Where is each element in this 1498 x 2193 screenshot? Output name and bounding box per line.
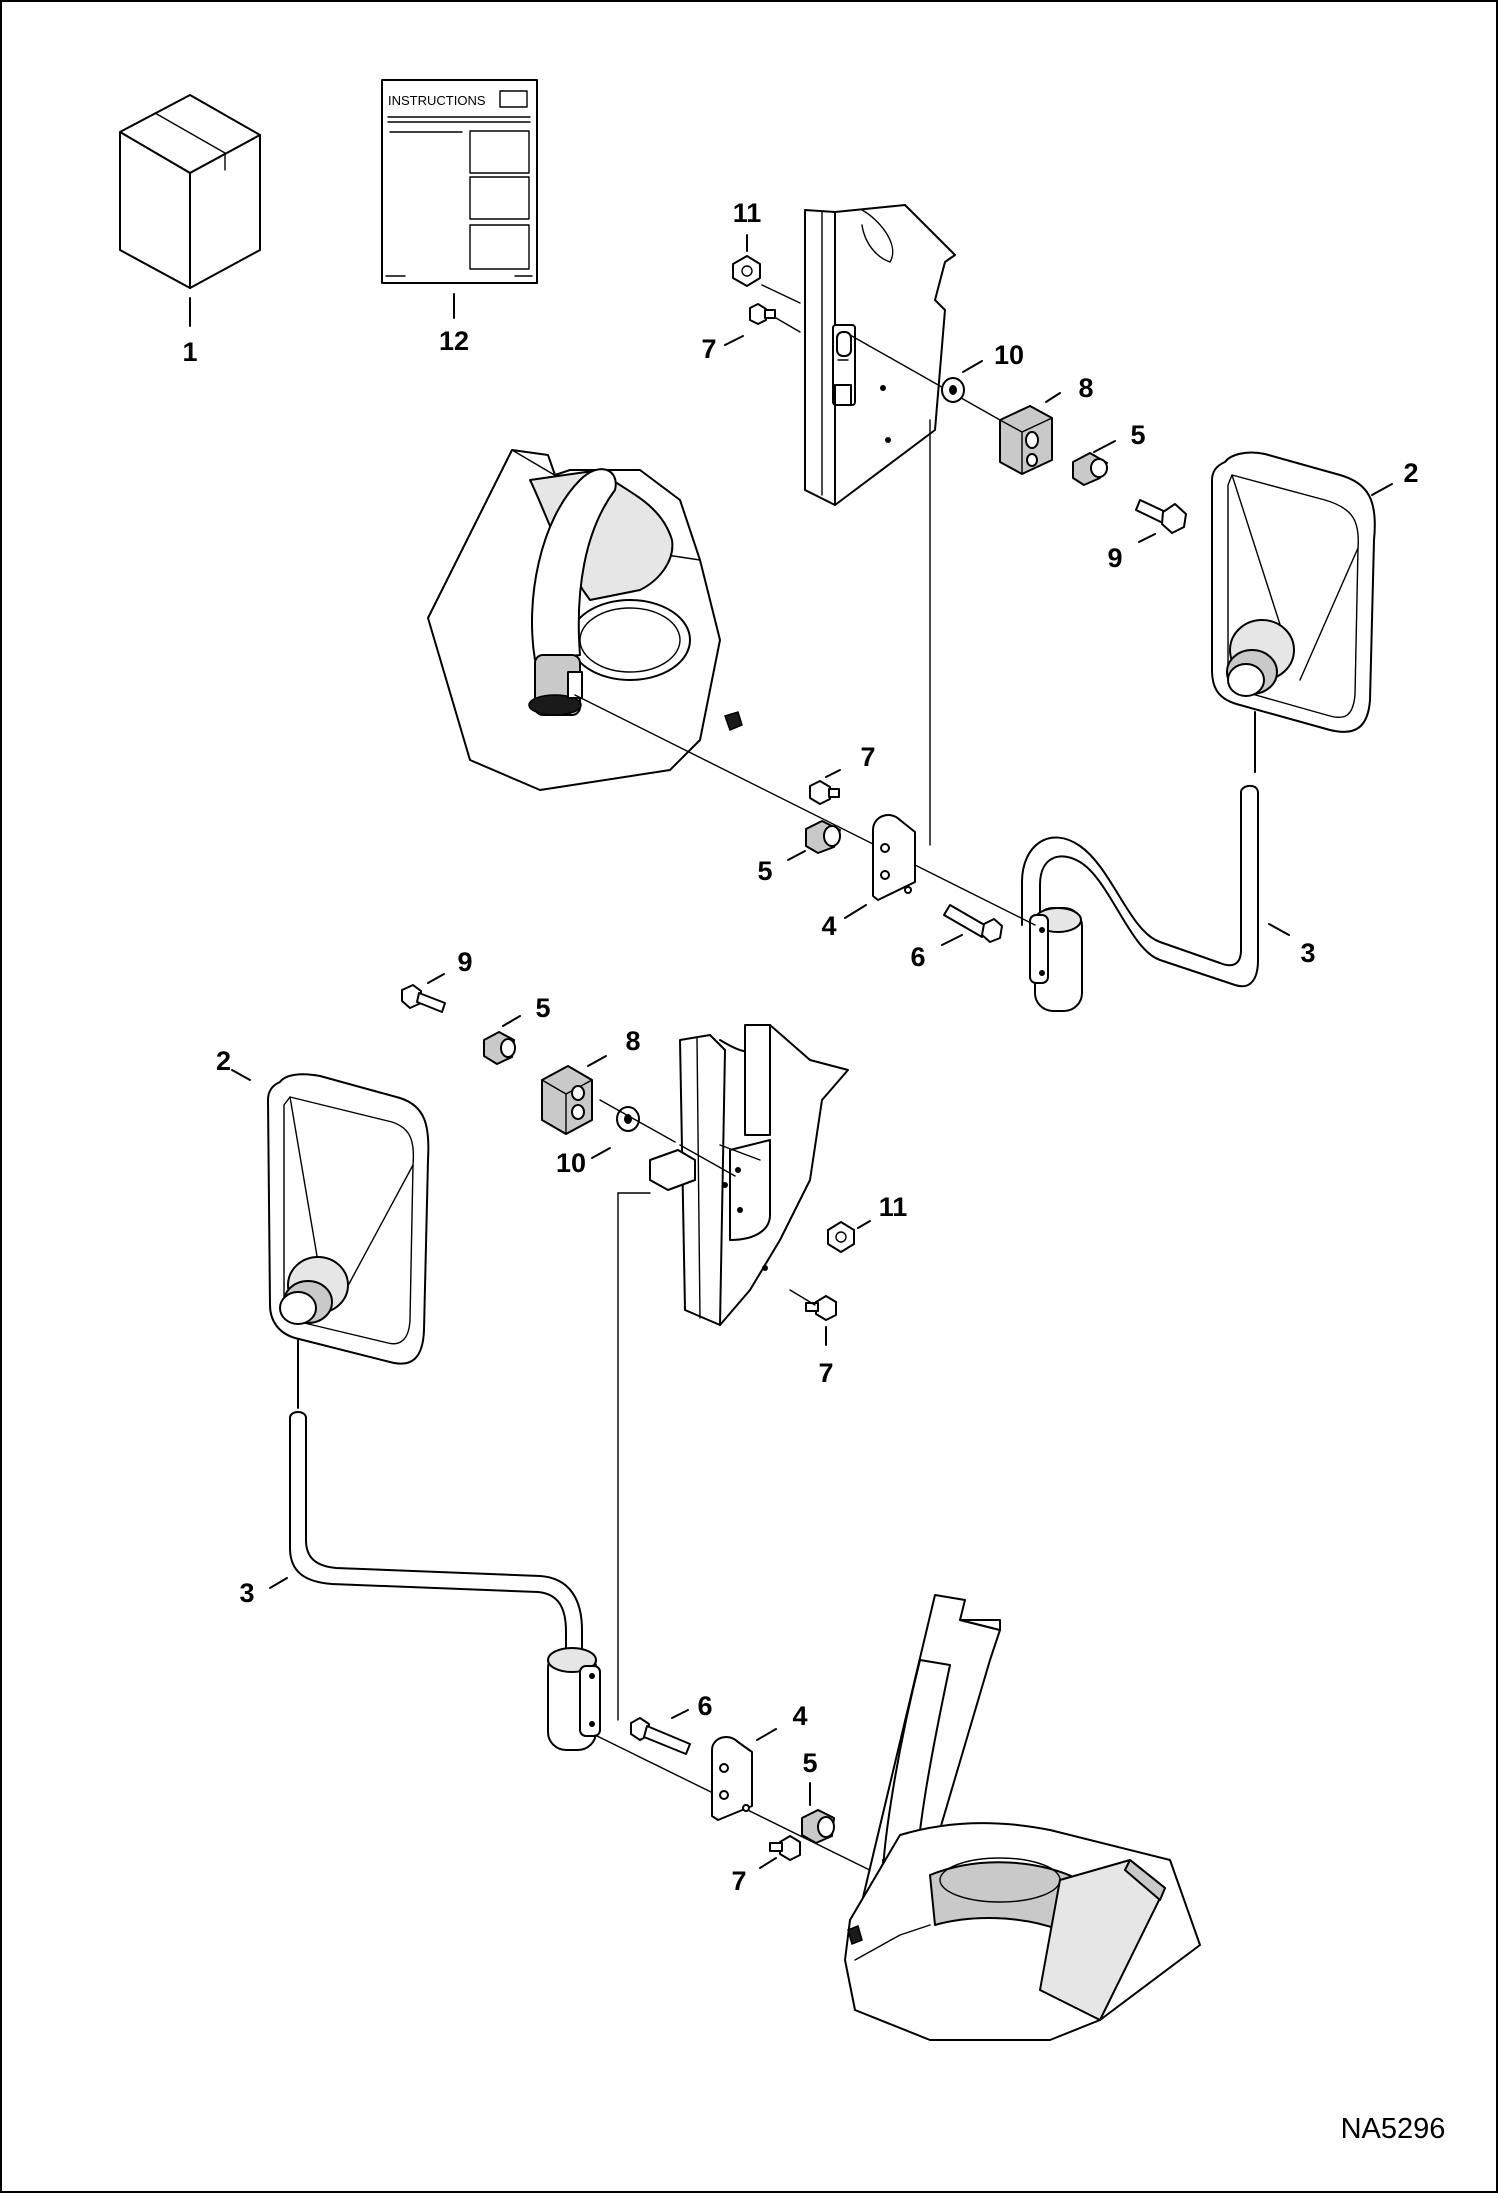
washer-10-top (941, 377, 965, 403)
callout-4-mid: 4 (821, 911, 836, 941)
mirror-2-right (1211, 451, 1376, 773)
callout-3-right: 3 (1300, 938, 1315, 968)
bolt-7-bot (769, 1835, 801, 1861)
callout-7-bot: 7 (731, 1866, 746, 1896)
callout-6-mid: 6 (910, 942, 925, 972)
callout-5-low: 5 (535, 993, 550, 1023)
mount-plate-4-mid (872, 814, 916, 901)
callout-2-right: 2 (1403, 458, 1418, 488)
instructions-header: INSTRUCTIONS (388, 93, 486, 108)
bolt-7-mid (809, 780, 840, 805)
spacer-5-top (1072, 452, 1108, 486)
callout-10-top: 10 (994, 340, 1024, 370)
callout-7-mid: 7 (860, 742, 875, 772)
drawing-id: NA5296 (1341, 2113, 1446, 2145)
mirror-2-left (267, 1073, 430, 1409)
spacer-5-low (483, 1031, 516, 1065)
nut-11-low (827, 1221, 855, 1253)
loader-arm-lower (844, 1594, 1201, 2041)
callout-7-low: 7 (818, 1358, 833, 1388)
bolt-7-low (805, 1295, 837, 1321)
bolt-6-mid (943, 904, 1003, 943)
loader-arm-upper (427, 449, 743, 791)
bolt-6-bot (630, 1717, 691, 1755)
callout-11-low: 11 (879, 1192, 908, 1222)
clamp-block-8-low (541, 1065, 593, 1135)
cab-pillar-lower (617, 1024, 849, 1721)
callout-8-low: 8 (625, 1026, 640, 1056)
callout-10-low: 10 (556, 1148, 586, 1178)
clamp-block-8-top (999, 405, 1053, 475)
callout-5-mid: 5 (757, 856, 772, 886)
mount-plate-4-bot (711, 1735, 753, 1821)
mirror-arm-3-right (1021, 784, 1259, 1012)
mirror-mount-bracket-upper (832, 324, 856, 406)
callout-12: 12 (439, 326, 469, 356)
spacer-5-mid (805, 820, 841, 854)
callout-3-left: 3 (239, 1578, 254, 1608)
spacer-5-bot (801, 1809, 835, 1844)
cab-pillar-upper (804, 204, 956, 846)
callout-7-top: 7 (701, 334, 716, 364)
callout-9-low: 9 (457, 947, 472, 977)
callout-11-top: 11 (733, 198, 762, 228)
mirror-arm-3-left (289, 1411, 601, 1751)
instructions-sheet-icon: INSTRUCTIONS (381, 79, 538, 284)
callout-6-bot: 6 (697, 1691, 712, 1721)
callout-8-top: 8 (1078, 373, 1093, 403)
callout-2-left: 2 (216, 1046, 231, 1076)
bolt-9-low (401, 984, 446, 1013)
callout-9-top: 9 (1107, 543, 1122, 573)
bolt-7-top (749, 303, 776, 325)
bolt-9-top (1135, 499, 1187, 534)
kit-box-icon (119, 94, 261, 289)
callout-1: 1 (182, 337, 197, 367)
callout-5-top: 5 (1130, 420, 1145, 450)
callout-4-bot: 4 (792, 1701, 807, 1731)
callout-5-bot: 5 (802, 1748, 817, 1778)
nut-11-top (732, 255, 761, 287)
